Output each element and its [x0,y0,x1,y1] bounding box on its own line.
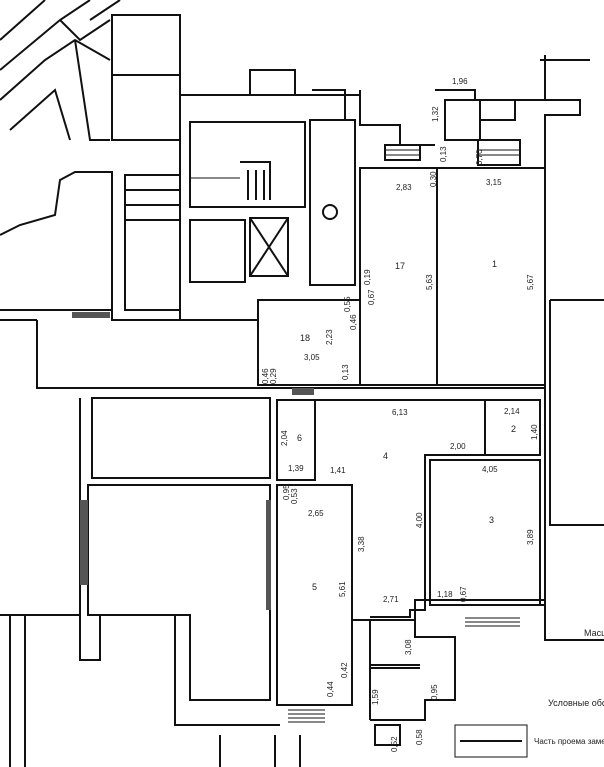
room-5-dim-width: 2,65 [308,509,324,518]
room-3-dim-width: 4,05 [482,465,498,474]
dim-label: 0,70 [475,149,484,165]
room-18-dim-width: 3,05 [304,353,320,362]
room-17-dim-length: 5,63 [425,274,434,290]
room-5-number: 5 [312,582,317,592]
room-4-number: 4 [383,451,388,461]
dim-label: 0,29 [269,368,278,384]
dim-label: 0,67 [459,586,468,602]
dim-label: 0,95 [430,684,439,700]
dim-label: 0,46 [349,314,358,330]
dim-label: 1,96 [452,77,468,86]
dim-label: 1,32 [431,106,440,122]
dim-label: 1,18 [437,590,453,599]
dim-label: 0,46 [261,368,270,384]
room-18-dim-length: 2,23 [325,329,334,345]
legend-label: Часть проема заменен [534,737,604,746]
room-18-number: 18 [300,333,310,343]
room-6-dim-width: 1,39 [288,464,304,473]
room-6-number: 6 [297,433,302,443]
room-1-dim-width: 3,15 [486,178,502,187]
dim-label: 0,58 [415,729,424,745]
room-1-dim-length: 5,67 [526,274,535,290]
room-17-number: 17 [395,261,405,271]
dim-label: 0,42 [340,662,349,678]
dim-label: 3,08 [404,639,413,655]
dim-label: 0,53 [290,488,299,504]
room-4-dim-lower: 3,38 [357,536,366,552]
room-4-dim-inner: 2,00 [450,442,466,451]
room-17-dim-small: 0,67 [367,289,376,305]
room-17-dim-tiny: 0,19 [363,269,372,285]
legend-box [454,724,528,758]
room-3-number: 3 [489,515,494,525]
dim-label: 1,59 [371,689,380,705]
room-17-dim-width: 2,83 [396,183,412,192]
room-6-dim-length: 2,04 [280,430,289,446]
room-4-dim-length: 4,00 [415,512,424,528]
room-4-dim-small: 1,41 [330,466,346,475]
legend-title: Условные обоз [548,698,604,708]
dim-label: 2,71 [383,595,399,604]
room-3-dim-length: 3,89 [526,529,535,545]
dim-label: 0,55 [343,296,352,312]
room-5-dim-length: 5,61 [338,581,347,597]
dim-label: 0,30 [429,171,438,187]
dim-label: 0,95 [282,484,291,500]
scale-label: Масш [584,628,604,638]
room-2-dim-length: 1,40 [530,424,539,440]
dim-label: 0,52 [390,736,399,752]
dim-label: 0,44 [326,681,335,697]
room-2-number: 2 [511,424,516,434]
room-4-dim-width: 6,13 [392,408,408,417]
dim-label: 0,13 [439,146,448,162]
room-1-number: 1 [492,259,497,269]
dim-label: 0,13 [341,364,350,380]
room-2-dim-width: 2,14 [504,407,520,416]
